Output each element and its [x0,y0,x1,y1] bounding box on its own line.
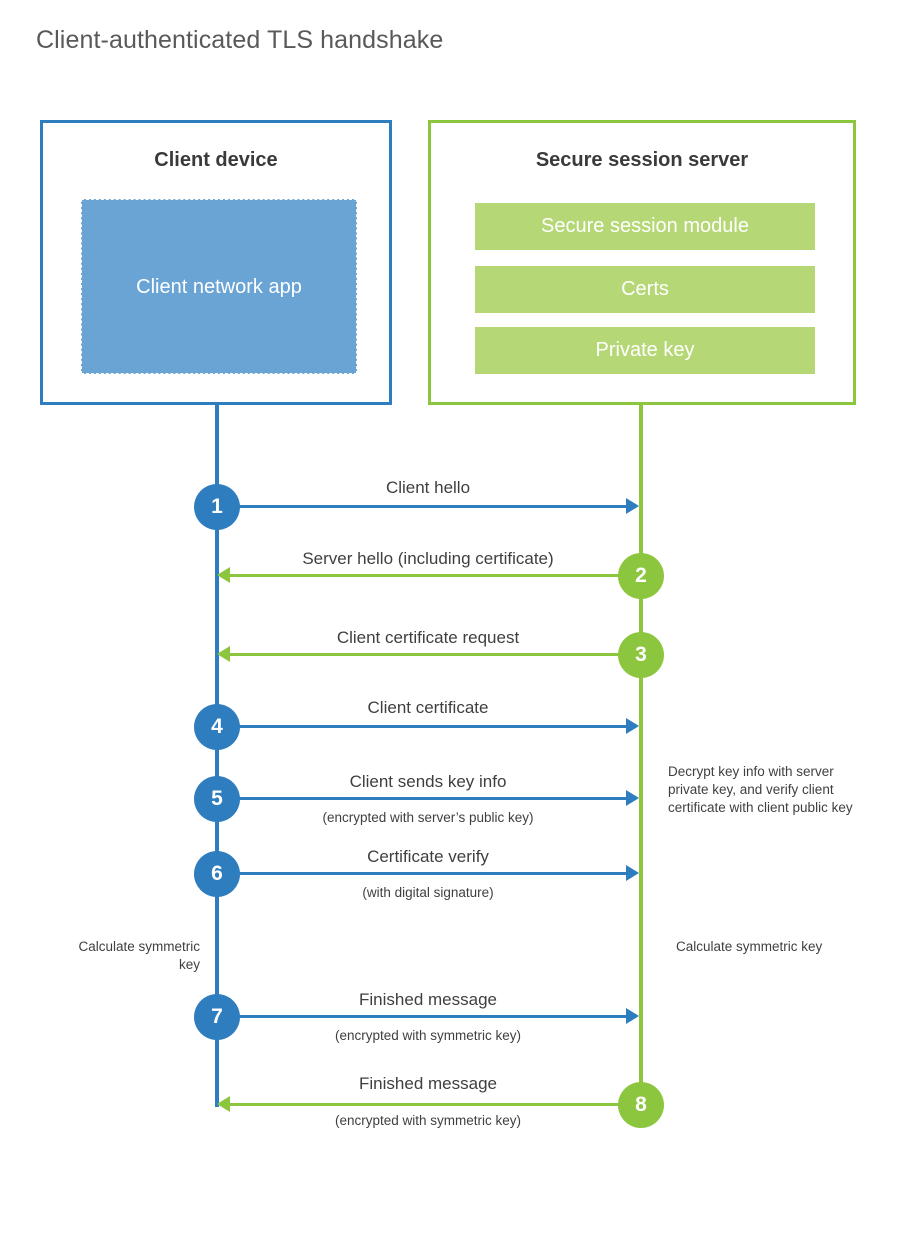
step-4-arrow-line [217,725,626,728]
client-calculate-symmetric-key-note: Calculate symmetric key [78,939,200,972]
step-6-circle[interactable]: 6 [194,851,240,897]
step-8-circle[interactable]: 8 [618,1082,664,1128]
step-2-circle[interactable]: 2 [618,553,664,599]
client-device-box: Client device Client network app [40,120,392,405]
secure-session-server-title: Secure session server [535,149,749,171]
client-device-title: Client device [154,149,278,171]
step-7-arrow-line [217,1015,626,1018]
step-1-label: Client hello [385,478,471,497]
step-7-circle[interactable]: 7 [194,994,240,1040]
secure-session-server-box: Secure session server Secure session mod… [428,120,856,405]
step-3-label: Client certificate request [336,628,520,647]
server-decrypt-note: Decrypt key info with server private key… [668,764,853,815]
step-6-arrow-line [217,872,626,875]
step-6-sublabel: (with digital signature) [362,885,494,900]
step-4-label: Client certificate [367,698,489,717]
step-5-sublabel: (encrypted with server’s public key) [322,810,534,825]
server-component-certs: Certs [475,266,815,313]
step-3-arrow-head-left-icon [217,646,230,662]
step-6-arrow-head-right-icon [626,865,639,881]
step-3-circle[interactable]: 3 [618,632,664,678]
step-7-sublabel: (encrypted with symmetric key) [334,1028,522,1043]
step-7-label: Finished message [359,990,497,1009]
step-6-label: Certificate verify [367,847,489,866]
step-2-label: Server hello (including certificate) [302,549,554,568]
server-component-secure-session-module: Secure session module [475,203,815,250]
step-8-arrow-line [230,1103,639,1106]
server-lifeline [639,405,643,1105]
step-8-arrow-head-left-icon [217,1096,230,1112]
step-1-arrow-head-right-icon [626,498,639,514]
step-5-circle[interactable]: 5 [194,776,240,822]
step-1-circle[interactable]: 1 [194,484,240,530]
server-component-private-key: Private key [475,327,815,374]
step-4-circle[interactable]: 4 [194,704,240,750]
step-5-arrow-line [217,797,626,800]
step-2-arrow-head-left-icon [217,567,230,583]
step-5-arrow-head-right-icon [626,790,639,806]
page-title: Client-authenticated TLS handshake [36,26,444,54]
step-2-arrow-line [230,574,639,577]
client-network-app-block: Client network app [81,199,357,374]
client-lifeline [215,405,219,1107]
step-7-arrow-head-right-icon [626,1008,639,1024]
server-calculate-symmetric-key-note: Calculate symmetric key [676,939,823,954]
step-8-label: Finished message [359,1074,497,1093]
step-3-arrow-line [230,653,639,656]
step-1-arrow-line [217,505,626,508]
step-8-sublabel: (encrypted with symmetric key) [334,1113,522,1128]
step-4-arrow-head-right-icon [626,718,639,734]
step-5-label: Client sends key info [349,772,507,791]
